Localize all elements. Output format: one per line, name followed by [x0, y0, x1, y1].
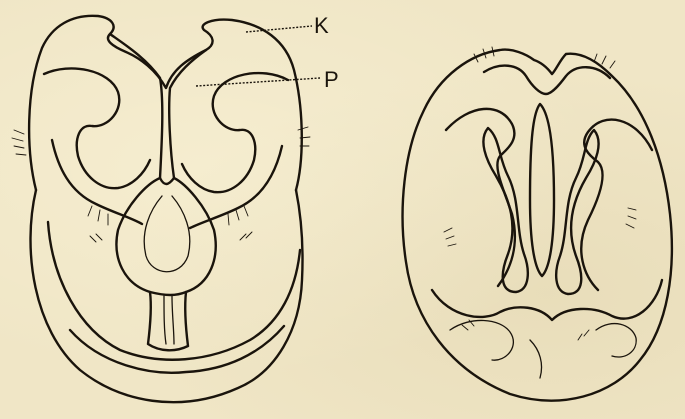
- right-lower-wall: [432, 280, 662, 320]
- left-upper-outline: [29, 16, 302, 190]
- left-heart-body: [116, 178, 215, 295]
- right-outer-outline: [403, 50, 672, 401]
- left-stalk-inner: [164, 296, 174, 344]
- right-lower-fissures: [450, 320, 636, 378]
- left-stalk: [148, 292, 188, 350]
- left-specimen-drawing: [12, 16, 310, 402]
- left-outer-rim: [30, 190, 302, 402]
- right-specimen-drawing: [403, 47, 672, 401]
- right-channel-left: [483, 128, 527, 292]
- left-heart-inner: [144, 196, 190, 272]
- label-p: P: [324, 67, 339, 92]
- right-central-ridge: [530, 104, 554, 276]
- leader-line-p: [196, 78, 320, 86]
- right-inner-wall-right: [581, 120, 652, 290]
- right-inner-wall-left: [446, 109, 515, 286]
- left-central-column: [110, 34, 206, 178]
- left-lateral-cavity: [44, 68, 150, 188]
- label-k: K: [314, 13, 329, 38]
